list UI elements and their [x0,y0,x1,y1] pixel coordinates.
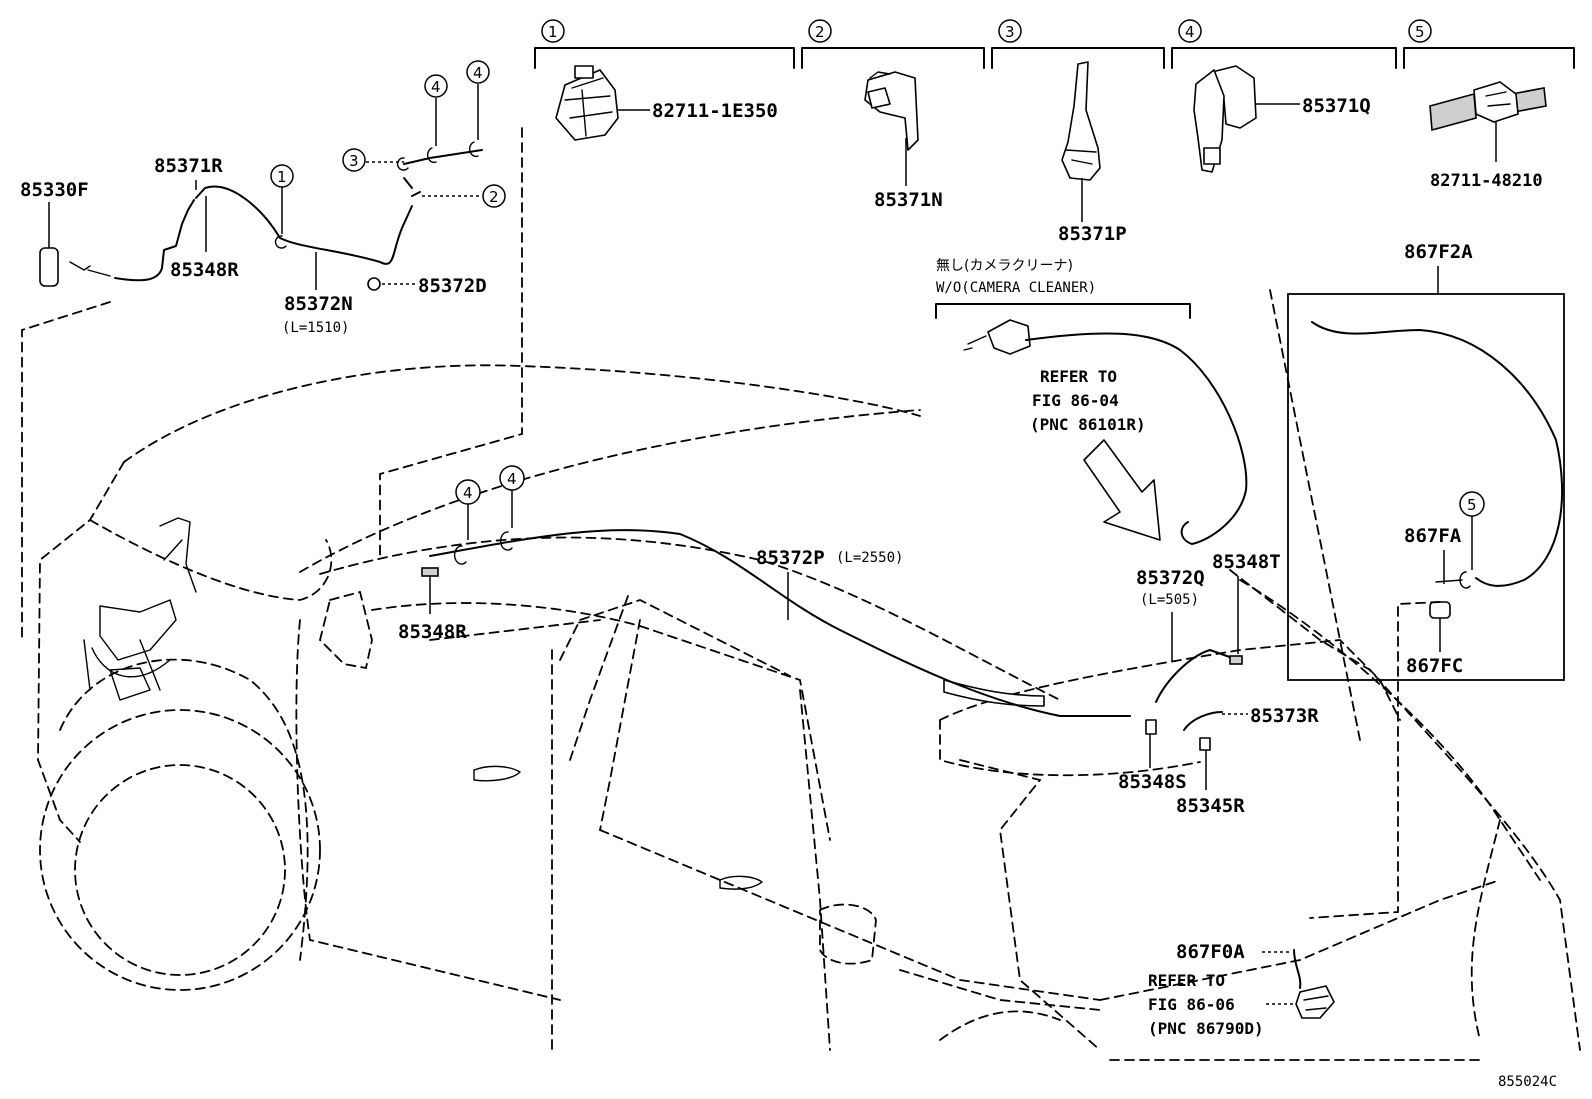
svg-text:4: 4 [473,64,483,82]
label-85330F: 85330F [20,179,89,201]
rear-hose-assembly: 85372Q (L=505) 85348T 85373R 85348S 8534… [1118,551,1319,817]
label-85348S: 85348S [1118,771,1187,793]
label-85372Q: 85372Q [1136,567,1205,589]
part-82711-48210-illustration: 82711-48210 [1429,81,1547,191]
svg-text:2: 2 [489,188,499,206]
svg-text:3: 3 [349,152,359,170]
part-85371Q-illustration: 85371Q [1193,65,1371,173]
part-82711-1E350-illustration: 82711-1E350 [555,65,778,141]
note-wo-camera: W/O(CAMERA CLEANER) [936,280,1096,296]
front-hose-assembly: 85330F 85371R 85348R 1 85372N (L=1510) 8… [20,60,506,336]
rear-note-refer2: FIG 86-06 [1148,995,1235,1014]
label-85348T: 85348T [1212,551,1281,573]
vehicle-outline [37,364,1581,1061]
label-85372N-length: (L=1510) [282,320,349,336]
label-85372P: 85372P [756,547,825,569]
camera-cleaner-note: 無し(カメラクリーナ) W/O(CAMERA CLEANER) REFER TO… [935,258,1248,545]
group-callout-4: 4 [1178,19,1202,43]
svg-text:3: 3 [1005,23,1015,41]
group-brackets: 1 2 3 4 5 [534,19,1575,69]
note-refer1: REFER TO [1040,367,1117,386]
projection-lines-front [21,127,523,641]
label-85372N: 85372N [284,293,353,315]
label-85372P-length: (L=2550) [836,550,903,566]
svg-text:4: 4 [507,470,517,488]
group-callout-1: 1 [541,19,565,43]
label-82711-1E350: 82711-1E350 [652,100,778,122]
rear-camera-assembly: 867F0A REFER TO FIG 86-06 (PNC 86790D) [1148,941,1335,1038]
part-85371P-illustration: 85371P [1058,61,1127,245]
label-82711-48210: 82711-48210 [1430,171,1543,191]
svg-text:1: 1 [277,168,287,186]
camera-cleaner-box: 867F2A 5 867FA 867FC [1287,241,1565,681]
svg-text:5: 5 [1415,23,1425,41]
label-85371R: 85371R [154,155,223,177]
label-85348R-top: 85348R [170,259,239,281]
part-85371N-illustration: 85371N [864,71,943,211]
diagram-code: 855024C [1498,1074,1557,1090]
svg-text:1: 1 [548,23,558,41]
label-85372Q-length: (L=505) [1140,592,1199,608]
label-85371N: 85371N [874,189,943,211]
svg-text:2: 2 [815,23,825,41]
svg-text:4: 4 [431,78,441,96]
roof-hose-assembly: 4 4 85348R 85372P (L=2550) [398,465,1131,717]
label-85348R-mid: 85348R [398,621,467,643]
rear-note-refer3: (PNC 86790D) [1148,1019,1264,1038]
group-callout-3: 3 [998,19,1022,43]
label-867F0A: 867F0A [1176,941,1245,963]
note-refer3: (PNC 86101R) [1030,415,1146,434]
label-867F2A: 867F2A [1404,241,1473,263]
projection-lines-rear [1269,289,1441,919]
svg-text:4: 4 [1185,23,1195,41]
group-callout-2: 2 [808,19,832,43]
label-867FC: 867FC [1406,655,1463,677]
group-callout-5: 5 [1408,19,1432,43]
label-85371Q: 85371Q [1302,95,1371,117]
label-85371P: 85371P [1058,223,1127,245]
rear-note-refer1: REFER TO [1148,971,1225,990]
label-85372D: 85372D [418,275,487,297]
svg-text:5: 5 [1467,496,1477,514]
svg-text:4: 4 [463,484,473,502]
label-85373R: 85373R [1250,705,1319,727]
label-867FA: 867FA [1404,525,1462,547]
note-jp: 無し(カメラクリーナ) [936,258,1073,274]
note-refer2: FIG 86-04 [1032,391,1119,410]
label-85345R: 85345R [1176,795,1245,817]
